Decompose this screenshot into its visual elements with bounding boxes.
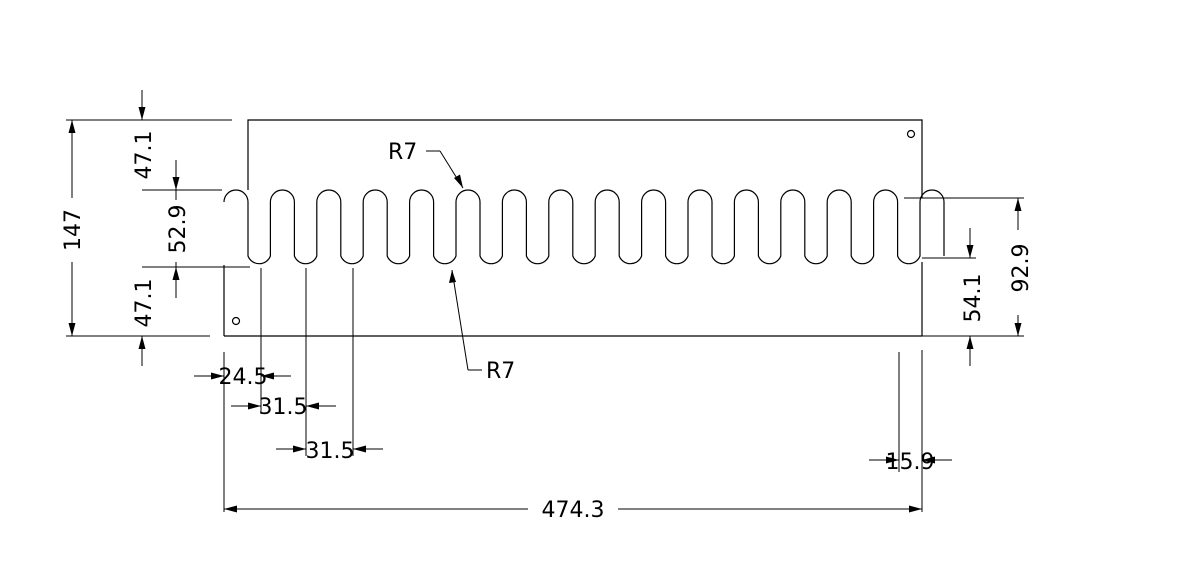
dim-label-pitch-a: 31.5 [259, 395, 308, 420]
dim-label-right-total: 92.9 [1009, 244, 1034, 293]
dimension-pitch-b: 31.5 [276, 268, 383, 464]
dim-label-pitch-b: 31.5 [306, 439, 355, 464]
radius-callout-bottom: R7 [449, 269, 515, 384]
dimension-right-total: 92.9 [904, 197, 1034, 337]
dim-label-radius-bottom: R7 [486, 359, 515, 384]
mounting-hole-bottom-left [231, 316, 241, 326]
dim-label-right-lower: 54.1 [961, 274, 986, 323]
dimension-bottom-offset: 47.1 [132, 279, 157, 366]
dim-label-first-pitch: 24.5 [219, 365, 268, 390]
dim-label-right-gap: 15.9 [886, 450, 935, 475]
dimension-overall-height: 147 [61, 119, 232, 337]
dim-label-bottom-offset: 47.1 [132, 279, 157, 328]
dimension-pitch-a: 31.5 [231, 268, 336, 456]
dim-label-overall-height: 147 [61, 209, 86, 251]
plate-outline [223, 119, 923, 337]
dimension-right-gap: 15.9 [869, 350, 952, 512]
mounting-hole-top-right [906, 129, 916, 139]
dim-label-overall-width: 474.3 [542, 498, 605, 523]
dimension-overall-width: 474.3 [224, 498, 922, 523]
dimension-slot-span: 52.9 [142, 189, 250, 298]
dim-label-top-offset: 47.1 [132, 131, 157, 180]
dim-label-slot-span: 52.9 [166, 205, 191, 254]
dimension-top-offset: 47.1 [132, 90, 180, 190]
dimension-first-pitch: 24.5 [194, 268, 291, 512]
radius-callout-top: R7 [388, 140, 464, 189]
dimension-right-lower: 54.1 [922, 228, 986, 366]
serpentine-fin-profile [223, 189, 945, 265]
dim-label-radius-top: R7 [388, 140, 417, 165]
